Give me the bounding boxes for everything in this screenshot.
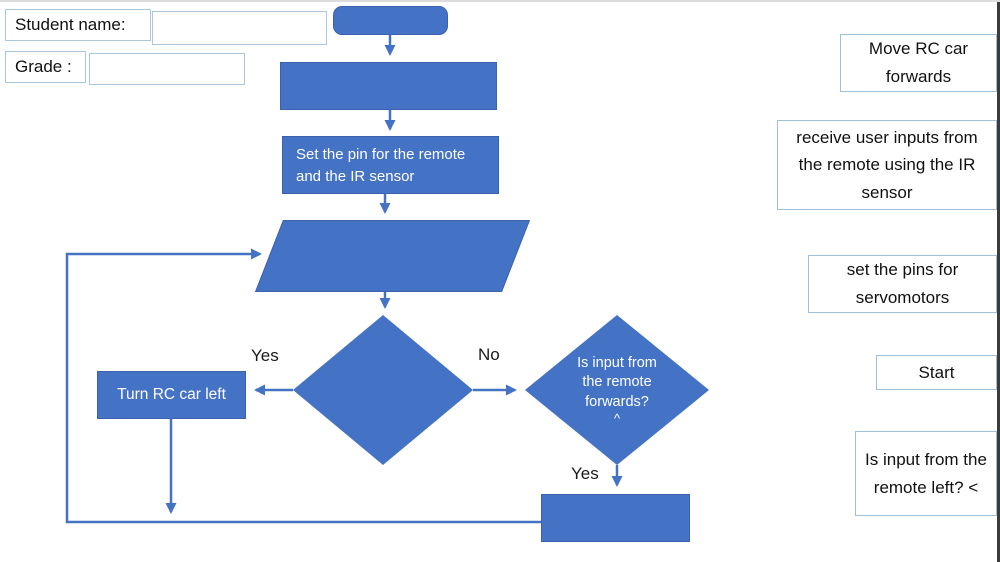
answer-tile-is-input-left[interactable]: Is input from the remote left? < xyxy=(855,431,997,516)
turn-left-process-shape: Turn RC car left xyxy=(97,371,246,419)
forwards-decision-text: Is input from the remote forwards? xyxy=(577,354,657,410)
decision-diamond-dropzone[interactable] xyxy=(293,315,473,465)
grade-input[interactable] xyxy=(89,53,245,85)
forwards-decision-caret: ^ xyxy=(613,411,621,427)
answer-tile-label: set the pins for servomotors xyxy=(846,260,959,307)
answer-tile-start[interactable]: Start xyxy=(876,355,997,390)
answer-tile-label: Move RC car forwards xyxy=(868,39,969,86)
answer-tile-move-forwards[interactable]: Move RC car forwards xyxy=(840,34,997,92)
student-name-label: Student name: xyxy=(5,9,151,41)
grade-label-text: Grade : xyxy=(15,57,72,76)
answer-tile-label: Is input from the remote left? < xyxy=(865,449,987,497)
turn-left-text: Turn RC car left xyxy=(117,385,226,403)
answer-tile-set-pins[interactable]: set the pins for servomotors xyxy=(808,255,997,313)
start-terminator-dropzone[interactable] xyxy=(333,6,448,35)
answer-tile-receive-inputs[interactable]: receive user inputs from the remote usin… xyxy=(777,120,997,210)
grade-label: Grade : xyxy=(5,51,86,83)
set-pin-process-text: Set the pin for the remote and the IR se… xyxy=(296,146,466,185)
answer-tile-label: receive user inputs from the remote usin… xyxy=(796,127,978,202)
set-pin-process-shape: Set the pin for the remote and the IR se… xyxy=(282,136,499,194)
student-name-input[interactable] xyxy=(152,11,327,45)
answer-tile-label: Start xyxy=(918,362,955,382)
edge-label-yes-bottom: Yes xyxy=(571,464,599,483)
bottom-process-dropzone[interactable] xyxy=(541,494,690,542)
forwards-decision-diamond: Is input from the remote forwards? ^ xyxy=(525,315,709,465)
process-dropzone-1[interactable] xyxy=(280,62,497,110)
edge-label-yes-left: Yes xyxy=(251,346,279,365)
page-right-border xyxy=(997,2,1000,562)
student-name-label-text: Student name: xyxy=(15,15,126,34)
edge-label-no-right: No xyxy=(478,345,500,364)
io-parallelogram-dropzone[interactable] xyxy=(254,220,531,292)
